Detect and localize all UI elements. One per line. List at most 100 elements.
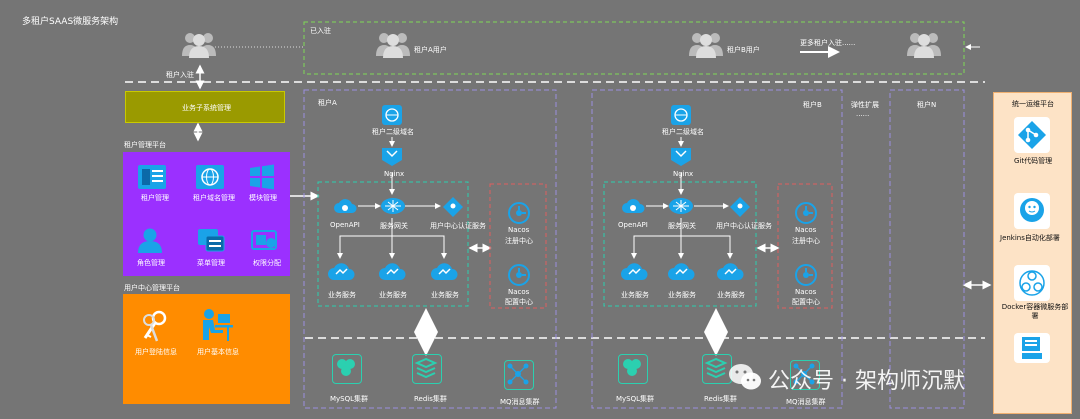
tenant-b-mysql-label: MySQL集群 [616, 395, 655, 403]
tenant-b-gateway-icon[interactable] [668, 196, 694, 216]
keys-icon[interactable] [139, 310, 169, 344]
tenant-a-nacos-cfg-label: Nacos [508, 288, 530, 296]
tenant-a-auth-label: 用户中心认证服务 [430, 222, 486, 230]
permission-icon[interactable] [251, 227, 279, 253]
more-tenants-label: 更多租户入驻...... [800, 39, 856, 47]
tenant-a-auth-icon[interactable] [442, 196, 464, 218]
tenant-a-service-3-icon[interactable] [430, 260, 458, 282]
tenant-mgmt-item-4: 菜单管理 [197, 259, 225, 267]
tenant-b-mq-label: MQ消息集群 [786, 398, 826, 406]
tenant-a-nacos-cfg-sub: 配置中心 [505, 298, 533, 306]
tenant-center-title: 用户中心管理平台 [124, 284, 180, 292]
tenant-b-service-3-label: 业务服务 [717, 291, 745, 299]
tenant-a-mq-icon[interactable] [504, 360, 534, 390]
tenant-b-service-1-icon[interactable] [620, 260, 648, 282]
tenant-b-nacos-reg-icon[interactable] [795, 202, 817, 224]
tenant-a-service-1-label: 业务服务 [328, 291, 356, 299]
tenant-n-users-icon [906, 30, 942, 58]
docker-icon[interactable] [1014, 265, 1050, 301]
tenant-a-nacos-reg-label: Nacos [508, 226, 530, 234]
user-desk-icon[interactable] [199, 308, 233, 342]
tenant-b-auth-label: 用户中心认证服务 [716, 222, 772, 230]
tenant-b-mysql-icon[interactable] [618, 354, 648, 384]
tenant-a-domain-icon[interactable] [381, 104, 403, 126]
tenant-mgmt-panel: 租户管理 租户域名管理 模块管理 角色管理 菜单管理 权限分配 [123, 152, 290, 276]
tenant-b-label: 租户B [803, 101, 822, 109]
tenant-b-user-label: 租户B用户 [727, 46, 760, 54]
tenant-b-service-3-icon[interactable] [716, 260, 744, 282]
tenant-a-mysql-icon[interactable] [332, 354, 362, 384]
tenant-center-panel: 用户登陆信息 用户基本信息 [123, 294, 290, 404]
business-subsystem-box[interactable]: 业务子系统管理 [125, 91, 285, 123]
tenant-a-redis-label: Redis集群 [414, 395, 447, 403]
tenant-a-openapi-label: OpenAPI [330, 221, 360, 229]
tenant-b-openapi-icon[interactable] [621, 196, 645, 216]
tenant-mgmt-item-1: 租户域名管理 [193, 194, 235, 202]
business-subsystem-label: 业务子系统管理 [182, 104, 231, 112]
tenant-manage-icon[interactable] [137, 164, 167, 190]
windows-module-icon[interactable] [249, 164, 275, 190]
tenant-a-openapi-icon[interactable] [333, 196, 357, 216]
tenant-b-nacos-reg-sub: 注册中心 [792, 237, 820, 245]
tenant-b-service-2-icon[interactable] [667, 260, 695, 282]
elastic-dots: ...... [856, 110, 870, 118]
tenant-a-service-3-label: 业务服务 [431, 291, 459, 299]
tenant-b-domain-icon[interactable] [670, 104, 692, 126]
domain-manage-icon[interactable] [195, 164, 225, 190]
menu-icon[interactable] [197, 227, 225, 253]
tenant-b-nginx-label: Nginx [673, 170, 694, 178]
tenant-b-service-2-label: 业务服务 [668, 291, 696, 299]
checked-in-label: 已入驻 [310, 27, 331, 35]
tenant-b-nginx-icon[interactable] [669, 146, 693, 166]
tenant-b-openapi-label: OpenAPI [618, 221, 648, 229]
tenant-b-mq-icon[interactable] [790, 360, 820, 390]
tenant-a-service-1-icon[interactable] [327, 260, 355, 282]
tenant-center-item-0: 用户登陆信息 [135, 348, 177, 356]
ops-item-0-label: Git代码管理 [1014, 157, 1053, 165]
tenant-mgmt-item-5: 权限分配 [253, 259, 281, 267]
tenant-a-nacos-cfg-icon[interactable] [508, 264, 530, 286]
tenant-mgmt-title: 租户管理平台 [124, 141, 166, 149]
tenant-a-mysql-label: MySQL集群 [330, 395, 369, 403]
tenant-a-label: 租户A [318, 99, 337, 107]
tenant-a-redis-icon[interactable] [412, 354, 442, 384]
tenant-b-service-1-label: 业务服务 [621, 291, 649, 299]
tenant-a-users-icon [375, 30, 411, 58]
tenant-b-nacos-reg-label: Nacos [795, 226, 817, 234]
tenant-mgmt-item-0: 租户管理 [141, 194, 169, 202]
tenant-b-redis-label: Redis集群 [704, 395, 737, 403]
tenant-onboard-users-icon [181, 30, 217, 58]
tenant-a-nacos-reg-icon[interactable] [508, 202, 530, 224]
tenant-n-label: 租户N [917, 101, 937, 109]
tenant-a-service-2-icon[interactable] [378, 260, 406, 282]
tenant-a-user-label: 租户A用户 [414, 46, 447, 54]
watermark-text: 公众号 · 架构师沉默 [768, 369, 965, 394]
ops-item-2-label: Docker容器微服务部署 [1001, 303, 1069, 320]
tenant-b-nacos-cfg-label: Nacos [795, 288, 817, 296]
tenant-mgmt-item-3: 角色管理 [137, 259, 165, 267]
tenant-a-domain-label: 租户二级域名 [372, 128, 414, 136]
tenant-b-nacos-cfg-sub: 配置中心 [792, 298, 820, 306]
git-icon[interactable] [1014, 117, 1050, 153]
tenant-onboard-label: 租户入驻 [166, 71, 194, 79]
tenant-b-auth-icon[interactable] [729, 196, 751, 218]
page-title: 多租户SAAS微服务架构 [22, 17, 119, 27]
ops-title: 统一运维平台 [1012, 100, 1054, 108]
tenant-a-service-2-label: 业务服务 [379, 291, 407, 299]
elastic-label: 弹性扩展 [851, 101, 879, 109]
tenant-a-nginx-label: Nginx [384, 170, 405, 178]
tenant-b-domain-label: 租户二级域名 [662, 128, 704, 136]
role-user-icon[interactable] [137, 227, 163, 253]
tenant-a-gateway-icon[interactable] [380, 196, 406, 216]
monitor-icon[interactable] [1014, 333, 1050, 363]
tenant-a-gateway-label: 服务网关 [380, 222, 408, 230]
ops-item-1-label: Jenkins自动化部署 [1000, 234, 1060, 242]
tenant-center-item-1: 用户基本信息 [197, 348, 239, 356]
ops-panel: 统一运维平台 Git代码管理 Jenkins自动化部署 Docker容器微服务部… [993, 92, 1072, 414]
jenkins-icon[interactable] [1014, 193, 1050, 229]
wechat-icon [728, 362, 762, 392]
tenant-a-nginx-icon[interactable] [380, 146, 404, 166]
tenant-a-mq-label: MQ消息集群 [500, 398, 540, 406]
tenant-b-nacos-cfg-icon[interactable] [795, 264, 817, 286]
